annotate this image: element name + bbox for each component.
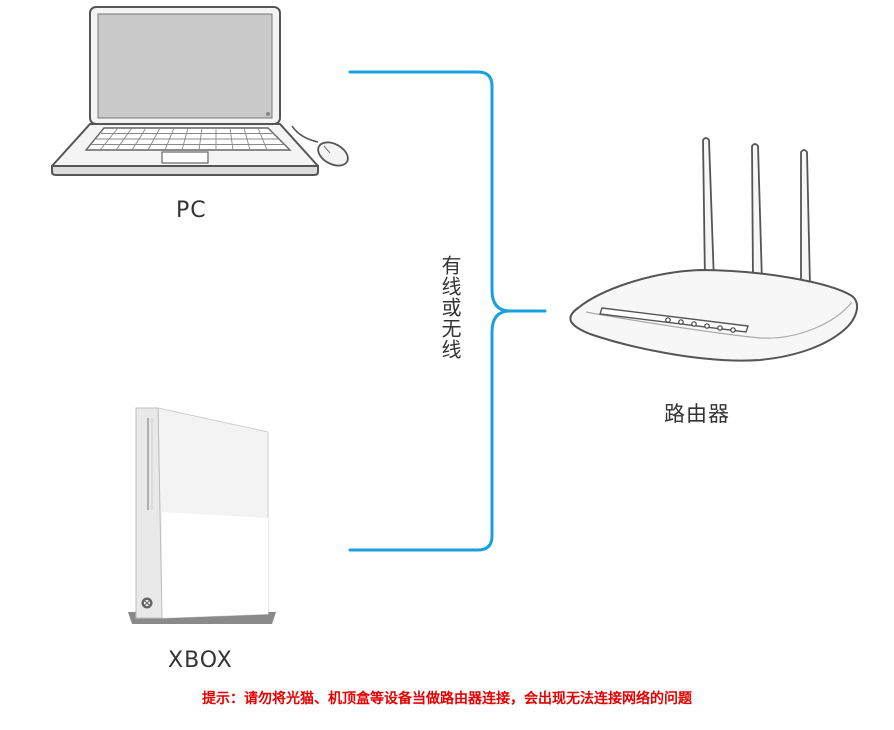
connector-xbox-line: [348, 309, 512, 552]
connector-lines: [348, 70, 547, 552]
connection-type-label: 有线或无线: [438, 255, 462, 360]
router-label: 路由器: [664, 402, 730, 426]
laptop-icon: [51, 6, 319, 176]
game-console-icon: [128, 407, 276, 624]
warning-tip: 提示：请勿将光猫、机顶盒等设备当做路由器连接，会出现无法连接网络的问题: [202, 691, 692, 707]
mouse-icon: [291, 125, 349, 167]
connector-pc-line: [348, 70, 547, 313]
wifi-router-icon: [569, 137, 859, 362]
xbox-label: XBOX: [168, 648, 233, 673]
pc-label: PC: [176, 198, 207, 223]
